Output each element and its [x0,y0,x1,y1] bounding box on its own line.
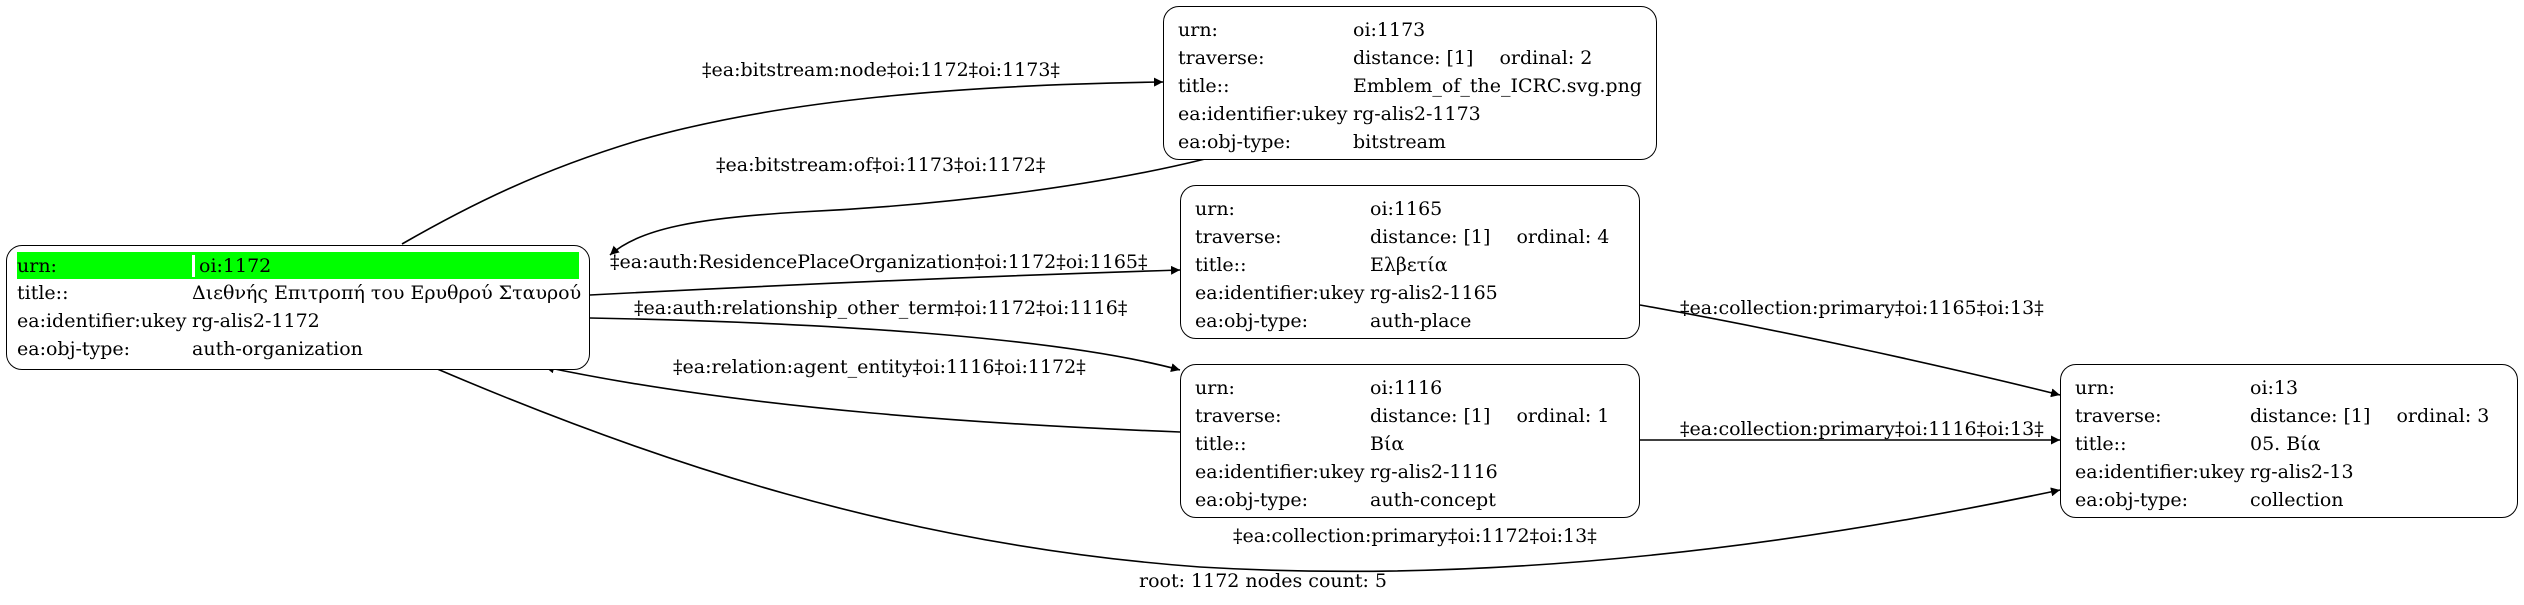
node-row: urn: oi:13 [2075,374,2503,402]
edge-label-bitstream-of: ‡ea:bitstream:of‡oi:1173‡oi:1172‡ [716,154,1046,176]
row-key: urn: [2075,377,2115,399]
row-key: urn: [1195,198,1235,220]
node-row: ea:obj-type: auth-organization [17,335,579,363]
row-value: rg-alis2-1172 [192,310,320,332]
edge-label-collection-1165: ‡ea:collection:primary‡oi:1165‡oi:13‡ [1680,297,2044,319]
edge-label-relationship-other-term: ‡ea:auth:relationship_other_term‡oi:1172… [634,297,1128,319]
row-key: ea:identifier:ukey [1195,282,1365,304]
row-key: title:: [1195,433,1247,455]
node-row: traverse: distance: [1] ordinal: 3 [2075,402,2503,430]
graph-footer: root: 1172 nodes count: 5 [1139,570,1388,592]
row-key: ea:obj-type: [1178,131,1292,153]
node-row: ea:obj-type: auth-place [1195,307,1625,335]
row-key: title:: [2075,433,2127,455]
row-key: title:: [1178,75,1230,97]
node-oi-1165[interactable]: urn: oi:1165 traverse: distance: [1] ordina… [1180,185,1640,339]
node-row: ea:identifier:ukey rg-alis2-1172 [17,307,579,335]
node-row: traverse: distance: [1] ordinal: 4 [1195,223,1625,251]
row-key: traverse: [1178,47,1265,69]
row-value: auth-place [1370,310,1472,332]
row-ordinal: ordinal: 3 [2396,405,2490,427]
node-oi-1116[interactable]: urn: oi:1116 traverse: distance: [1] ordina… [1180,364,1640,518]
edge-label-collection-1172: ‡ea:collection:primary‡oi:1172‡oi:13‡ [1233,525,1597,547]
row-key: ea:obj-type: [2075,489,2189,511]
node-oi-1173[interactable]: urn: oi:1173 traverse: distance: [1] ordina… [1163,6,1657,160]
row-value: auth-organization [192,338,363,360]
edge-collection-1172 [434,367,2061,573]
node-row: title::05. Βία [2075,430,2503,458]
row-value: bitstream [1353,131,1446,153]
row-value: 05. Βία [2250,433,2321,455]
edge-label-bitstream-node: ‡ea:bitstream:node‡oi:1172‡oi:1173‡ [702,59,1060,81]
row-value: oi:13 [2250,377,2299,399]
row-value: distance: [1] [1370,405,1491,427]
row-value: distance: [1] [1353,47,1474,69]
row-key: ea:obj-type: [17,338,131,360]
row-key: traverse: [2075,405,2162,427]
row-value: Ελβετία [1370,254,1448,276]
node-row: title::Emblem_of_the_ICRC.svg.png [1178,72,1642,100]
edge-bitstream-of [609,158,1206,256]
row-value: oi:1116 [1370,377,1443,399]
row-value: distance: [1] [1370,226,1491,248]
row-value: Βία [1370,433,1405,455]
edge-collection-1165 [1639,304,2061,398]
node-row: traverse: distance: [1] ordinal: 2 [1178,44,1642,72]
node-row: ea:obj-type: auth-concept [1195,486,1625,514]
node-row: ea:obj-type: collection [2075,486,2503,514]
node-row: title::Βία [1195,430,1625,458]
row-key: urn: [1178,19,1218,41]
row-value: oi:1173 [1353,19,1426,41]
node-oi-13[interactable]: urn: oi:13 traverse: distance: [1] ordinal:… [2060,364,2518,518]
row-value: rg-alis2-1165 [1370,282,1498,304]
row-key: title:: [17,282,69,304]
node-oi-1172[interactable]: urn: oi:1172 title:: Διεθνής Επιτροπή το… [6,245,590,370]
node-row: ea:obj-type: bitstream [1178,128,1642,156]
row-key: ea:identifier:ukey [1178,103,1348,125]
row-key: ea:identifier:ukey [2075,461,2245,483]
edge-residence-place [589,265,1181,296]
row-key: title:: [1195,254,1247,276]
row-value: Emblem_of_the_ICRC.svg.png [1353,75,1642,97]
row-value: rg-alis2-13 [2250,461,2354,483]
node-row: title:: Διεθνής Επιτροπή του Ερυθρού Στα… [17,279,582,307]
edge-label-collection-1116: ‡ea:collection:primary‡oi:1116‡oi:13‡ [1680,418,2044,440]
edge-agent-entity [544,364,1181,433]
node-row: title::Ελβετία [1195,251,1625,279]
node-row-urn-highlighted: urn: oi:1172 [17,252,579,279]
row-value: oi:1165 [1370,198,1443,220]
row-value: distance: [1] [2250,405,2371,427]
edge-label-agent-entity: ‡ea:relation:agent_entity‡oi:1116‡oi:117… [673,356,1086,378]
row-key: ea:obj-type: [1195,310,1309,332]
row-ordinal: ordinal: 1 [1516,405,1610,427]
row-value: oi:1172 [199,254,272,277]
row-ordinal: ordinal: 2 [1499,47,1593,69]
row-value: rg-alis2-1173 [1353,103,1481,125]
node-row: traverse: distance: [1] ordinal: 1 [1195,402,1625,430]
row-key: ea:identifier:ukey [17,310,187,332]
row-value: Διεθνής Επιτροπή του Ερυθρού Σταυρού [192,282,582,304]
row-key: traverse: [1195,405,1282,427]
row-key: urn: [1195,377,1235,399]
row-value: rg-alis2-1116 [1370,461,1498,483]
row-value: auth-concept [1370,489,1496,511]
row-key: ea:obj-type: [1195,489,1309,511]
row-key: urn: [17,254,195,277]
row-value: collection [2250,489,2344,511]
node-row: urn: oi:1116 [1195,374,1625,402]
row-key: traverse: [1195,226,1282,248]
edge-relationship-other-term [589,317,1181,373]
edge-label-residence-place: ‡ea:auth:ResidencePlaceOrganization‡oi:1… [610,251,1148,273]
edge-bitstream-node [401,77,1164,245]
node-row: urn: oi:1173 [1178,16,1642,44]
node-row: urn: oi:1165 [1195,195,1625,223]
row-key: ea:identifier:ukey [1195,461,1365,483]
row-ordinal: ordinal: 4 [1516,226,1610,248]
